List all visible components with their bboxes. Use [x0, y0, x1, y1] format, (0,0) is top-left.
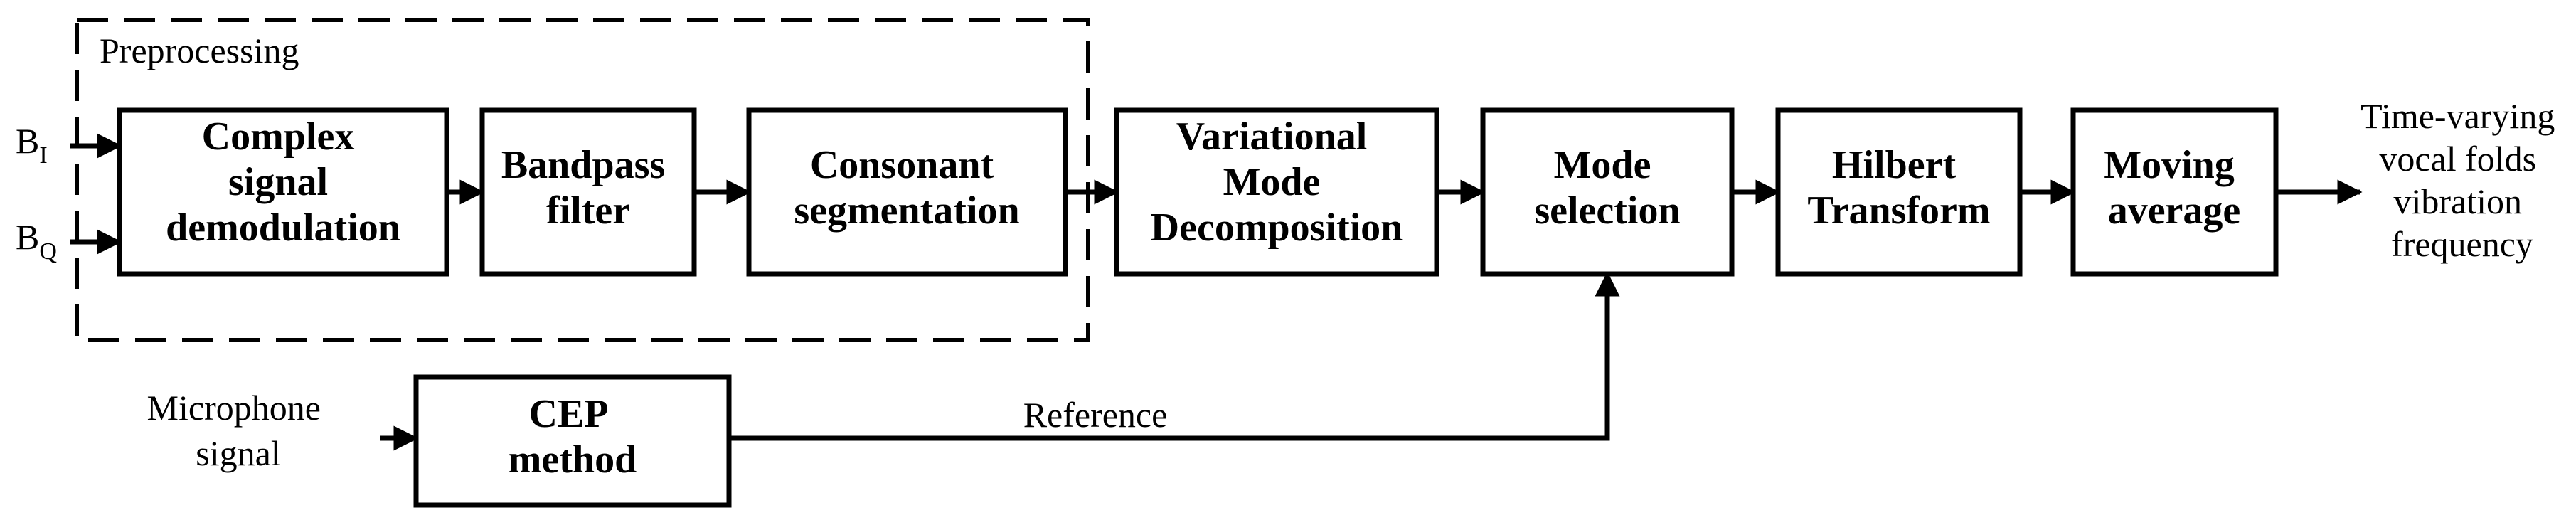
complex-demod-line-1: Complex: [202, 115, 355, 159]
bandpass-line-1: Bandpass: [501, 143, 665, 187]
moving-average-line-1: Moving: [2104, 143, 2235, 187]
output-line-2: vocal folds: [2379, 139, 2536, 179]
microphone-line-1: Microphone: [147, 388, 321, 428]
vmd-line-2: Mode: [1223, 160, 1321, 204]
hilbert-line-2: Transform: [1807, 189, 1990, 233]
block-consonant-segmentation: [746, 107, 1068, 277]
reference-label: Reference: [1023, 395, 1168, 435]
block-bandpass-filter-label: Bandpass filter: [501, 143, 675, 233]
consonant-line-1: Consonant: [810, 143, 994, 187]
moving-average-line-2: average: [2108, 189, 2241, 233]
block-moving-average-label: Moving average: [2104, 143, 2245, 233]
complex-demod-line-3: demodulation: [166, 206, 400, 250]
block-bandpass-filter: [479, 107, 697, 277]
vmd-line-1: Variational: [1176, 115, 1368, 159]
block-consonant-segmentation-label: Consonant segmentation: [794, 143, 1019, 233]
cep-line-1: CEP: [529, 392, 608, 436]
block-mode-selection-label: Mode selection: [1534, 143, 1680, 233]
consonant-line-2: segmentation: [794, 189, 1019, 233]
input-bi-label: BI: [16, 121, 48, 169]
output-line-3: vibration: [2393, 181, 2522, 221]
mode-selection-line-1: Mode: [1554, 143, 1651, 187]
arrow-cep-reference-to-mode-selection: [729, 271, 1620, 441]
microphone-line-2: signal: [196, 433, 280, 473]
input-bq-label: BQ: [16, 217, 57, 265]
output-label: Time-varying vocal folds vibration frequ…: [2361, 96, 2564, 264]
cep-line-2: method: [509, 438, 637, 482]
hilbert-line-1: Hilbert: [1832, 143, 1957, 187]
block-moving-average: [2070, 107, 2279, 277]
complex-demod-line-2: signal: [228, 160, 328, 204]
input-bi-base: B: [16, 121, 39, 161]
preprocessing-label: Preprocessing: [100, 31, 299, 70]
block-cep-method-label: CEP method: [509, 392, 637, 482]
block-cep-method: [413, 374, 732, 508]
input-bq-subscript: Q: [39, 238, 57, 265]
block-vmd-label: Variational Mode Decomposition: [1151, 115, 1403, 250]
block-complex-demodulation-label: Complex signal demodulation: [166, 115, 400, 250]
block-variational-mode-decomposition: [1114, 107, 1439, 277]
input-bi-subscript: I: [39, 142, 47, 169]
input-bq-base: B: [16, 217, 39, 257]
vmd-line-3: Decomposition: [1151, 206, 1403, 250]
bandpass-line-2: filter: [546, 189, 630, 233]
output-line-1: Time-varying: [2361, 96, 2555, 136]
output-line-4: frequency: [2391, 224, 2533, 264]
preprocessing-group-border: [75, 18, 1090, 342]
mode-selection-line-2: selection: [1534, 189, 1680, 233]
microphone-signal-label: Microphone signal: [147, 388, 330, 473]
block-hilbert-transform-label: Hilbert Transform: [1807, 143, 1990, 233]
